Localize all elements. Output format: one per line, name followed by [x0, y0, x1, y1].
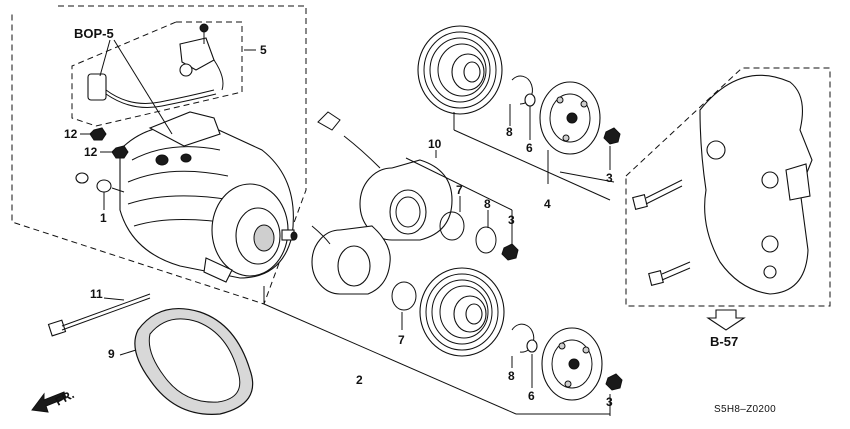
callout-11: 11	[90, 287, 103, 301]
callout-8-bottom: 8	[508, 369, 515, 383]
front-direction-label: FR.	[53, 387, 77, 408]
b57-reference-label: B-57	[710, 334, 738, 349]
callout-1: 1	[100, 211, 107, 225]
callout-12-upper: 12	[64, 127, 78, 141]
callout-12-lower: 12	[84, 145, 98, 159]
callout-6-top: 6	[526, 141, 533, 155]
callout-3-bottom: 3	[606, 395, 613, 409]
clutch-top-illustration	[417, 25, 621, 155]
callout-8-top: 8	[506, 125, 513, 139]
callout-7-top: 7	[456, 183, 463, 197]
callout-9: 9	[108, 347, 115, 361]
callout-6-bottom: 6	[528, 389, 535, 403]
bolt-illustration	[47, 293, 151, 337]
front-arrow-icon	[31, 391, 67, 413]
callout-3-middle: 3	[508, 213, 515, 227]
callout-4: 4	[544, 197, 551, 211]
belt-illustration	[134, 308, 254, 415]
leader-lines	[80, 39, 615, 416]
callout-5: 5	[260, 43, 267, 57]
coil-illustration	[311, 111, 519, 311]
bop5-reference-label: BOP-5	[74, 26, 114, 41]
wiring-subgroup-outline	[71, 21, 243, 127]
bracket-group-outline	[625, 67, 831, 307]
nuts-illustration	[75, 127, 129, 193]
callout-2: 2	[356, 373, 363, 387]
callout-8-middle: 8	[484, 197, 491, 211]
bracket-illustration	[632, 74, 813, 331]
compressor-illustration	[119, 111, 298, 283]
clutch-bottom-illustration	[419, 267, 623, 401]
wire-harness-illustration	[87, 23, 224, 108]
diagram-code: S5H8–Z0200	[714, 404, 776, 415]
callout-10: 10	[428, 137, 442, 151]
callout-7-bottom: 7	[398, 333, 405, 347]
callout-3-top: 3	[606, 171, 613, 185]
